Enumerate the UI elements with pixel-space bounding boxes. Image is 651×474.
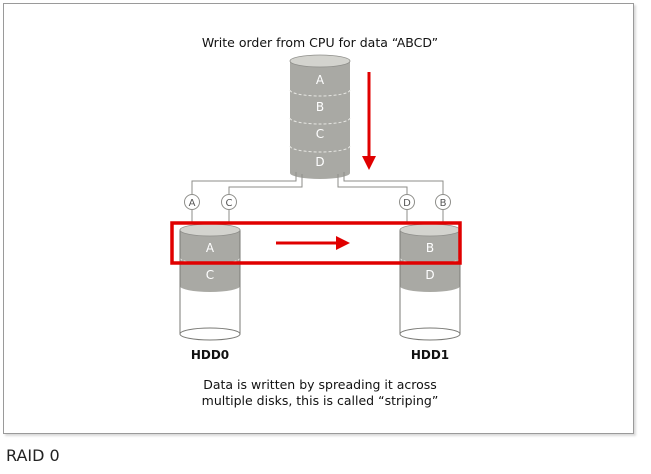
- hdd0-block-a: A: [206, 241, 215, 255]
- write-order-down-arrow-icon: [362, 72, 376, 170]
- svg-text:D: D: [403, 198, 411, 209]
- hdd1-block-d: D: [425, 268, 434, 282]
- cpu-block-c: C: [316, 127, 324, 141]
- svg-text:A: A: [189, 198, 196, 209]
- hdd0-label: HDD0: [191, 348, 229, 362]
- svg-text:C: C: [226, 198, 233, 209]
- cpu-block-b: B: [316, 100, 324, 114]
- description-line-2: multiple disks, this is called “striping…: [202, 393, 439, 408]
- figure-caption: RAID 0: [6, 446, 60, 465]
- tap-d: D: [399, 194, 415, 210]
- diagram-title: Write order from CPU for data “ABCD”: [202, 35, 438, 50]
- hdd1-block-b: B: [426, 241, 434, 255]
- diagram-panel: Write order from CPU for data “ABCD” A B…: [3, 3, 634, 434]
- stripe-right-arrow-icon: [276, 236, 350, 250]
- hdd1-disk: B D: [399, 223, 461, 341]
- hdd0-block-c: C: [206, 268, 214, 282]
- tap-c: C: [221, 194, 237, 210]
- description-line-1: Data is written by spreading it across: [203, 377, 437, 392]
- tap-b: B: [435, 194, 451, 210]
- tap-a: A: [184, 194, 200, 210]
- hdd1-label: HDD1: [411, 348, 449, 362]
- cpu-block-d: D: [315, 155, 324, 169]
- cpu-data-stack: A B C D: [289, 54, 351, 179]
- cpu-block-a: A: [316, 73, 325, 87]
- svg-text:B: B: [440, 198, 447, 209]
- stripe-highlight-box: [170, 221, 462, 265]
- raid0-diagram: Write order from CPU for data “ABCD” A B…: [170, 35, 462, 408]
- hdd0-disk: A C: [179, 223, 241, 341]
